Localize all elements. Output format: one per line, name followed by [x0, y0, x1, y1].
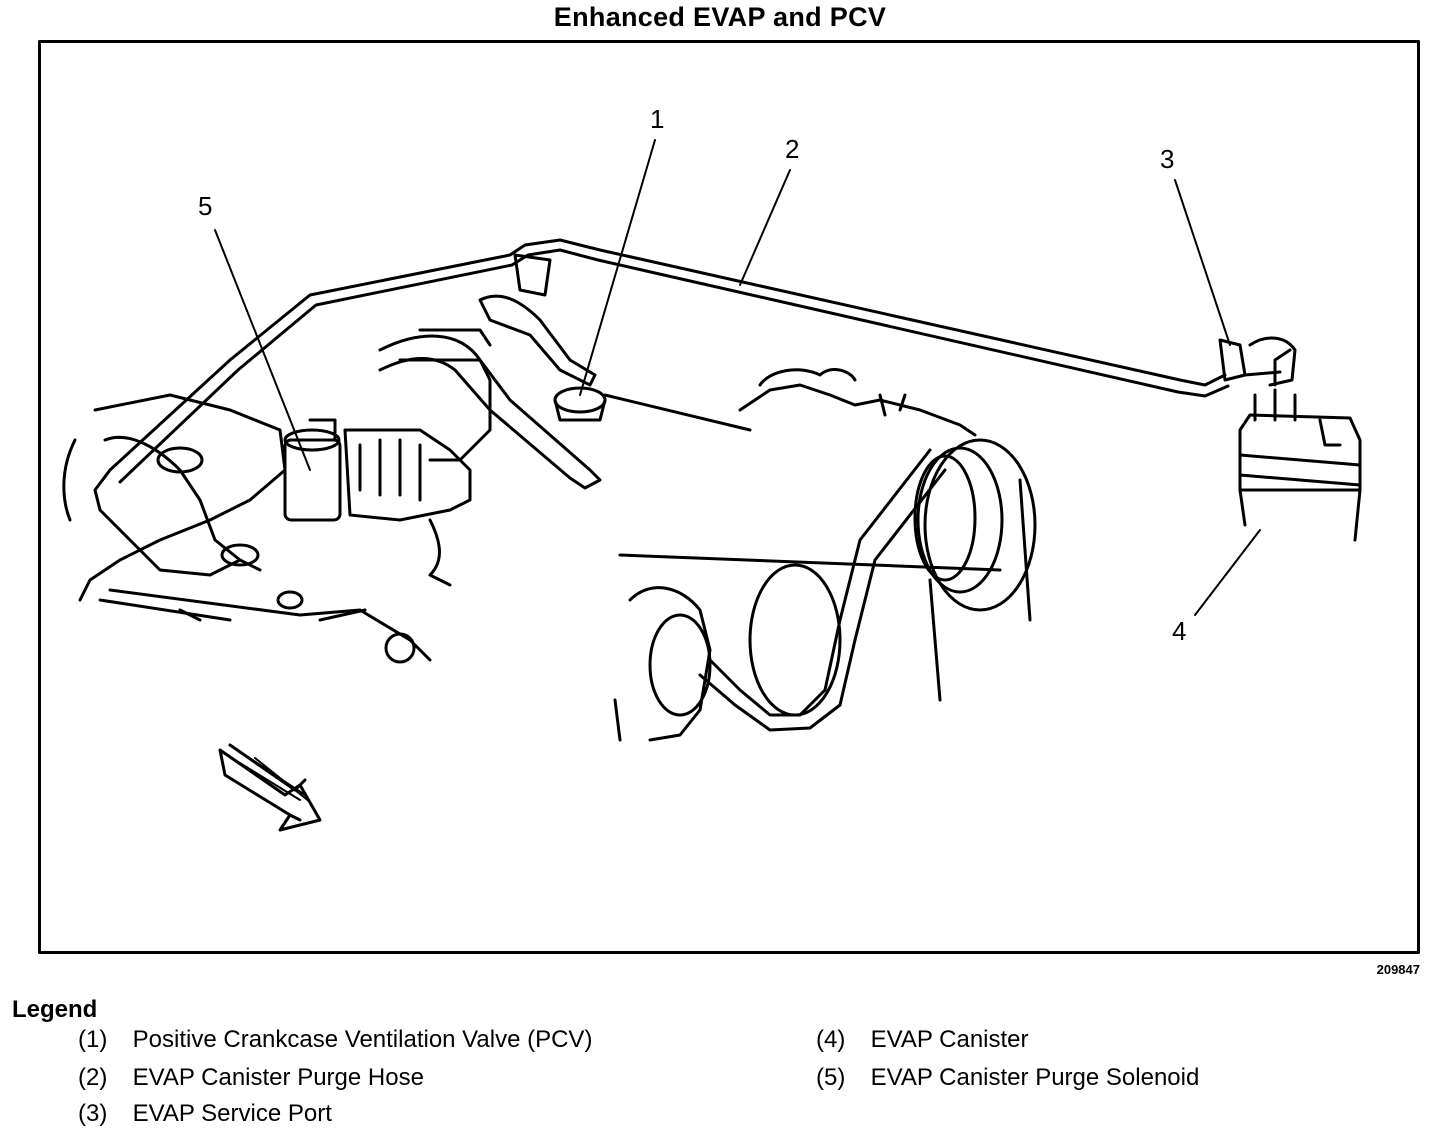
- legend-num: (1): [78, 1026, 108, 1053]
- callout-5: 5: [198, 191, 212, 221]
- legend-title: Legend: [12, 996, 98, 1023]
- legend-num: (2): [78, 1064, 108, 1091]
- pcv-valve: [478, 253, 752, 432]
- diagram-title: Enhanced EVAP and PCV: [553, 2, 887, 32]
- callout-3: 3: [1160, 144, 1174, 174]
- leader-1: [579, 139, 656, 396]
- leader-3: [1174, 179, 1231, 346]
- legend-item-2: (2) EVAP Canister Purge Hose: [78, 1064, 424, 1092]
- diagram-border: [38, 40, 1420, 954]
- figure-id: 209847: [1376, 962, 1420, 977]
- legend-label: EVAP Service Port: [132, 1100, 332, 1127]
- callout-2: 2: [785, 134, 799, 164]
- legend-label: EVAP Canister Purge Solenoid: [870, 1064, 1200, 1091]
- throttle-body: [62, 393, 432, 664]
- leader-4: [1194, 529, 1261, 616]
- purge-hose: [93, 238, 1230, 577]
- callout-1: 1: [650, 104, 664, 134]
- callout-4: 4: [1172, 616, 1186, 646]
- legend-num: (5): [816, 1064, 846, 1091]
- leader-5: [214, 229, 311, 471]
- intake-hoses: [378, 328, 602, 490]
- evap-canister-shape: [1238, 348, 1362, 542]
- legend-num: (3): [78, 1100, 108, 1127]
- engine-diagram: 1 2 3 4 5: [38, 40, 1420, 954]
- legend-item-4: (4) EVAP Canister: [816, 1026, 1029, 1054]
- purge-solenoid: [283, 418, 472, 587]
- legend-label: Positive Crankcase Ventilation Valve (PC…: [132, 1026, 593, 1053]
- engine-block: [613, 368, 1032, 742]
- legend-item-3: (3) EVAP Service Port: [78, 1100, 332, 1128]
- legend-item-5: (5) EVAP Canister Purge Solenoid: [816, 1064, 1199, 1092]
- legend-label: EVAP Canister Purge Hose: [132, 1064, 424, 1091]
- pulley-system: [648, 393, 1037, 732]
- leader-2: [739, 169, 791, 286]
- legend-num: (4): [816, 1026, 846, 1053]
- front-direction-arrow: [218, 743, 322, 832]
- callout-leaders: [214, 139, 1261, 616]
- legend-label: EVAP Canister: [870, 1026, 1029, 1053]
- service-port: [1218, 336, 1297, 387]
- legend-item-1: (1) Positive Crankcase Ventilation Valve…: [78, 1026, 592, 1054]
